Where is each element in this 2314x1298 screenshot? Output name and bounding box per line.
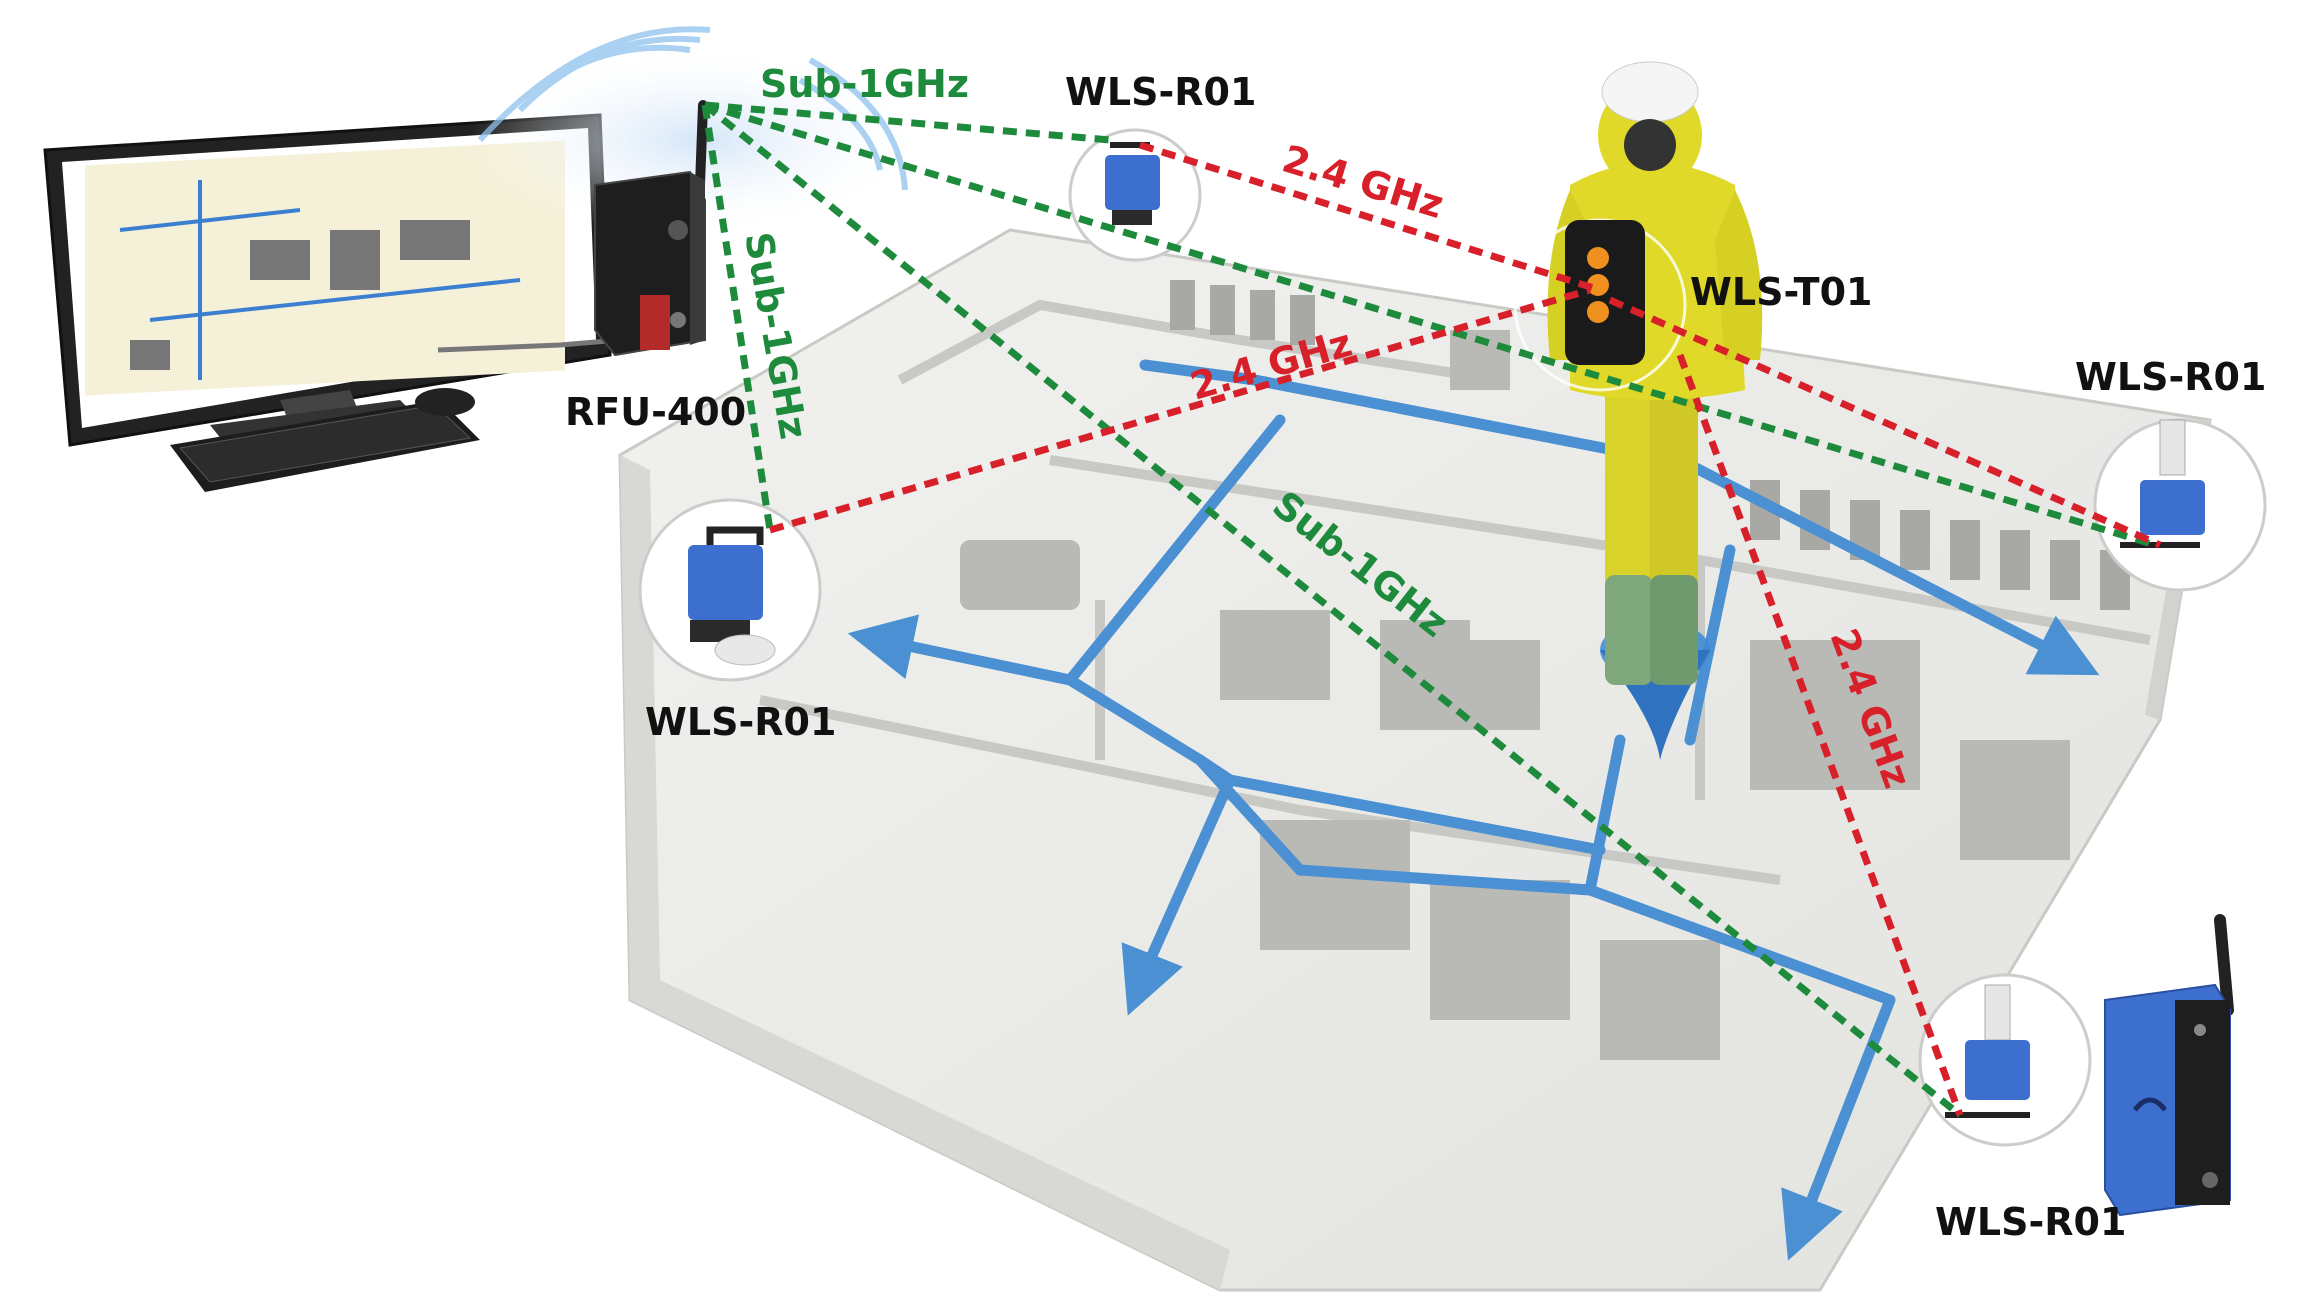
floor-route-arrows [847, 359, 2100, 1261]
sub1ghz-links [701, 101, 2157, 1118]
receiver-left [638, 498, 822, 682]
worker-hazmat [1513, 61, 1763, 685]
computer-workstation [43, 113, 621, 492]
ghz24-links [769, 141, 2162, 1117]
device-label-rfu-400: RFU-400 [565, 390, 746, 434]
device-label-wls-r01-top: WLS-R01 [1065, 70, 1256, 114]
device-label-wls-t01: WLS-T01 [1690, 270, 1873, 314]
scada-screen [85, 140, 565, 396]
device-label-wls-r01-right: WLS-R01 [2075, 355, 2266, 399]
rfu-device-standalone [2104, 914, 2234, 1217]
rfu-400-gateway [470, 26, 930, 357]
receiver-top [1068, 128, 1202, 262]
device-label-wls-r01-bottom: WLS-R01 [1935, 1200, 2126, 1244]
receiver-bottom [1918, 973, 2092, 1147]
wls-t01-tag [1513, 218, 1687, 392]
receiver-right [2093, 418, 2267, 592]
device-label-wls-r01-left: WLS-R01 [645, 700, 836, 744]
link-label-sub1-top: Sub-1GHz [760, 62, 969, 106]
factory-floor [618, 228, 2212, 1292]
